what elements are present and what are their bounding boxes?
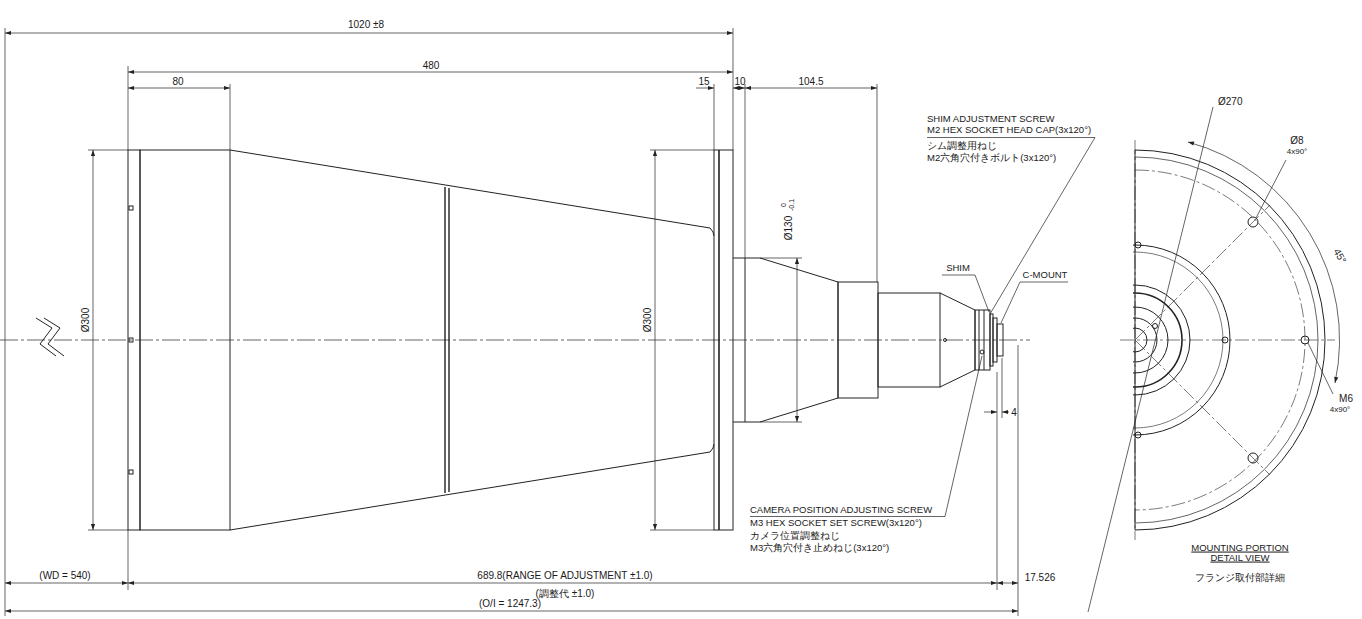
dimension-label: (WD = 540) bbox=[39, 570, 90, 581]
dimension-label: 4x90° bbox=[1330, 406, 1351, 415]
leader-lines bbox=[750, 107, 1333, 612]
dimension-label: (調整代 ±1.0) bbox=[536, 588, 595, 599]
dimension-label: Ø300 bbox=[80, 308, 91, 332]
view-title: MOUNTING PORTION DETAIL VIEW bbox=[1185, 543, 1295, 564]
callout-note: カメラ位置調整ねじ bbox=[750, 531, 840, 541]
callout-note: SHIM ADJUSTMENT SCREW bbox=[927, 114, 1055, 124]
part-label: SHIM bbox=[946, 263, 970, 273]
callout-note: CAMERA POSITION ADJUSTING SCREW bbox=[750, 505, 932, 515]
callout-note: M3六角穴付き止めねじ(3x120°) bbox=[750, 543, 889, 553]
dimension-label: Ø130 bbox=[783, 216, 794, 240]
dimension-label: 104.5 bbox=[798, 76, 823, 87]
dimension-label: Ø270 bbox=[1218, 96, 1242, 107]
tolerance-label: 0 bbox=[780, 203, 788, 207]
dimension-label: Ø8 bbox=[1290, 135, 1303, 146]
center-line bbox=[0, 340, 1030, 341]
dimension-label: 45° bbox=[1331, 247, 1348, 266]
dimension-label: 1020 ±8 bbox=[348, 19, 384, 30]
dimension-label: 15 bbox=[698, 76, 709, 87]
dimension-lines bbox=[5, 28, 1018, 616]
dimension-label: 689.8(RANGE OF ADJUSTMENT ±1.0) bbox=[477, 570, 652, 581]
callout-note: シム調整用ねじ bbox=[927, 141, 997, 151]
callout-note: M2 HEX SOCKET HEAD CAP(3x120°) bbox=[927, 125, 1091, 135]
view-title: フランジ取付部詳細 bbox=[1195, 573, 1285, 583]
dimension-label: 80 bbox=[172, 76, 183, 87]
dimension-label: 480 bbox=[423, 60, 440, 71]
dimension-label: 10 bbox=[734, 76, 745, 87]
callout-note: M3 HEX SOCKET SET SCREW(3x120°) bbox=[750, 518, 922, 528]
dimension-label: 17.526 bbox=[1025, 572, 1056, 583]
dimension-label: 4 bbox=[1011, 407, 1017, 418]
dimension-label: Ø300 bbox=[642, 308, 653, 332]
callout-note: M2六角穴付きボルト(3x120°) bbox=[927, 153, 1056, 163]
mounting-detail-view bbox=[1040, 140, 1340, 565]
dimension-label: 4x90° bbox=[1287, 148, 1308, 157]
tolerance-label: -0.1 bbox=[788, 199, 796, 211]
part-label: C-MOUNT bbox=[1023, 270, 1068, 280]
dimension-label: (O/I = 1247.3) bbox=[479, 598, 541, 609]
dimension-label: M6 bbox=[1339, 393, 1353, 404]
